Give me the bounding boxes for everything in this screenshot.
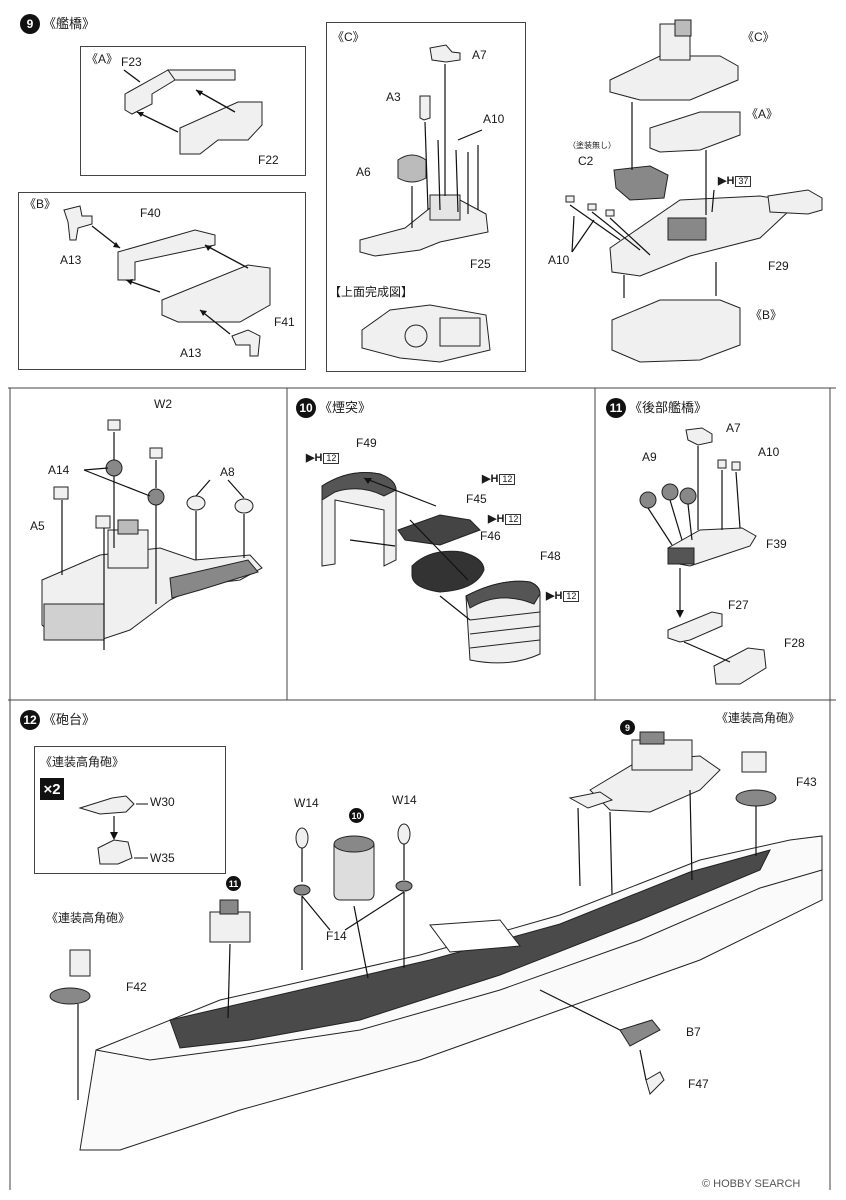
s9-box-a [80,46,306,176]
part-A10: A10 [483,112,505,126]
step-9-title: 9 《艦橋》 [20,14,95,34]
part-F39: F39 [766,537,787,551]
s10-ph-1: ▶H 12 [306,452,340,464]
part-A7-s11: A7 [726,421,741,435]
photo-etch-flag-icon: ▶H [488,513,505,525]
s9-box-a-tag: 《A》 [86,52,119,66]
step-11-number: 11 [606,398,626,418]
s9-top-view-label: 【上面完成図】 [329,285,414,299]
s9-assembly-tag-b: 《B》 [750,308,783,322]
part-F41: F41 [274,315,295,329]
part-A13-bottom: A13 [180,346,202,360]
s10-ph-4: ▶H 12 [546,590,580,602]
step-10-label: 《煙突》 [319,400,372,416]
part-F43: F43 [796,775,817,789]
part-A14: A14 [48,463,70,477]
s12-twin-right-label: 《連装高角砲》 [716,711,801,725]
s9-box-c [326,22,526,372]
photo-etch-flag-icon: ▶H [718,175,735,187]
s10-ph-2: ▶H 12 [482,473,516,485]
part-F22: F22 [258,153,279,167]
step-12-label: 《砲台》 [43,712,96,728]
step-9-number: 9 [20,14,40,34]
watermark: © HOBBY SEARCH [702,1178,801,1190]
part-W14-right: W14 [392,793,417,807]
s9-box-b-tag: 《B》 [24,197,57,211]
part-B7: B7 [686,1025,701,1039]
part-F49: F49 [356,436,377,450]
part-A8: A8 [220,465,235,479]
step-11-label: 《後部艦橋》 [629,400,708,416]
part-A3: A3 [386,90,401,104]
s9-assembly-note: （塗装無し） [568,141,616,150]
part-F45: F45 [466,492,487,506]
step-9-label: 《艦橋》 [43,16,96,32]
photo-etch-flag-icon: ▶H [306,452,323,464]
step-10-title: 10 《煙突》 [296,398,371,418]
photo-etch-flag-icon: ▶H [482,473,499,485]
part-A10-s11: A10 [758,445,780,459]
part-F28: F28 [784,636,805,650]
ref-step-11: 11 [226,876,241,891]
part-F48: F48 [540,549,561,563]
step-11-title: 11 《後部艦橋》 [606,398,707,418]
s12-inset-box [34,746,226,874]
part-F14: F14 [326,929,347,943]
s9-box-c-tag: 《C》 [332,30,365,44]
s9-assembly-tag-c: 《C》 [742,30,775,44]
ph-number: 37 [735,176,752,187]
part-A6: A6 [356,165,371,179]
s12-twin-left-label: 《連装高角砲》 [46,911,131,925]
photo-etch-flag-icon: ▶H [546,590,563,602]
ref-step-9: 9 [620,720,635,735]
step-10-number: 10 [296,398,316,418]
part-A9: A9 [642,450,657,464]
part-A7: A7 [472,48,487,62]
part-C2: C2 [578,154,594,168]
ref-step-10: 10 [349,808,364,823]
s10-ph-3: ▶H 12 [488,513,522,525]
part-F47: F47 [688,1077,709,1091]
part-A10-assembly: A10 [548,253,570,267]
part-F46: F46 [480,529,501,543]
part-A13-top: A13 [60,253,82,267]
part-W35: W35 [150,851,175,865]
part-W2: W2 [154,397,172,411]
part-F27: F27 [728,598,749,612]
s12-inset-multiplier: ×2 [40,778,64,800]
step-12-number: 12 [20,710,40,730]
s9-assembly-tag-a: 《A》 [746,107,779,121]
s9-box-b [18,192,306,370]
part-F23: F23 [121,55,142,69]
part-F42: F42 [126,980,147,994]
step-12-title: 12 《砲台》 [20,710,95,730]
part-W30: W30 [150,795,175,809]
part-F29: F29 [768,259,789,273]
part-W14-left: W14 [294,796,319,810]
s9-photo-etch-ref: ▶H 37 [718,175,752,187]
part-A5: A5 [30,519,45,533]
s12-inset-title: 《連装高角砲》 [40,755,125,769]
part-F40: F40 [140,206,161,220]
part-F25: F25 [470,257,491,271]
